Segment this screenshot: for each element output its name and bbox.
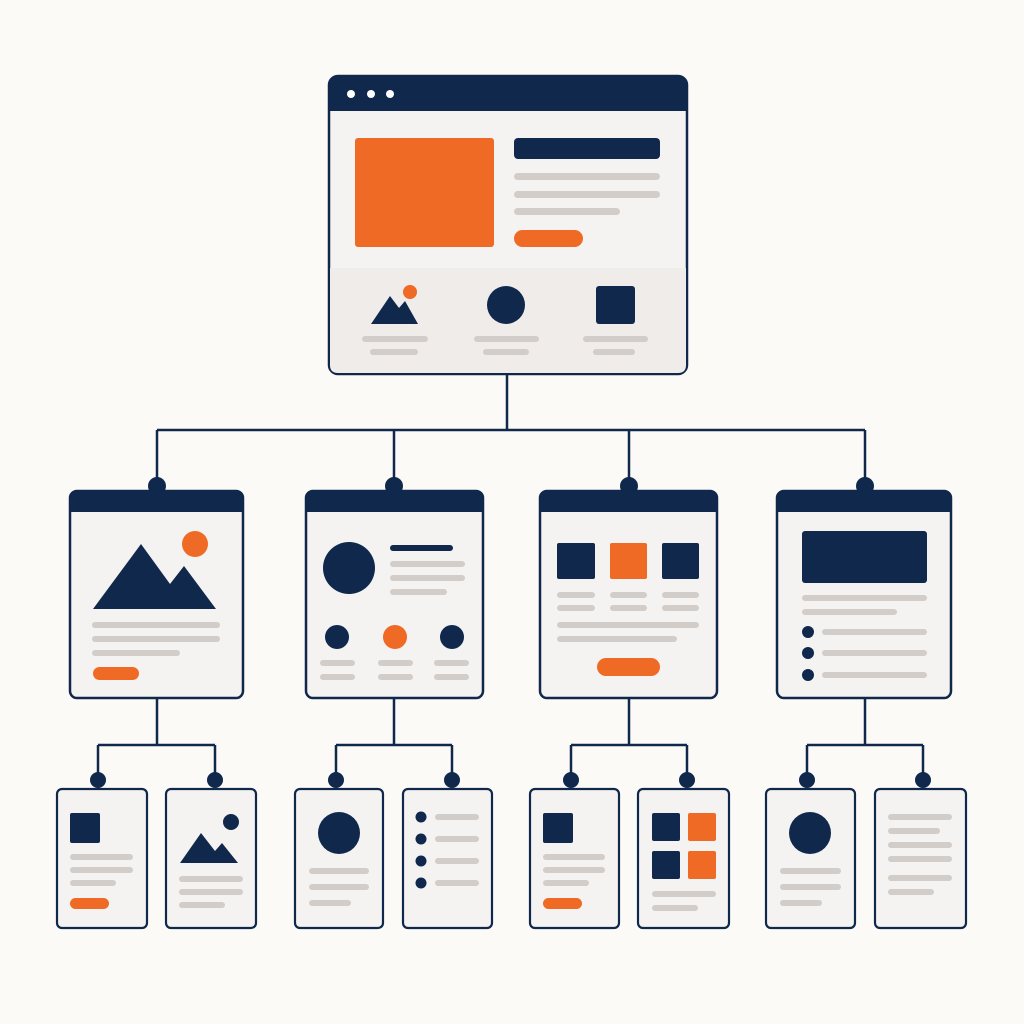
tile-icon	[652, 851, 680, 879]
sun-icon	[403, 285, 417, 299]
hero-heading-bar	[514, 138, 660, 159]
connectors	[96, 374, 925, 780]
profile-page-wireframe	[304, 489, 485, 700]
bullet-icon	[415, 811, 427, 823]
sun-icon	[182, 531, 208, 557]
cta-pill	[93, 667, 139, 680]
avatar-page-wireframe	[293, 787, 385, 930]
square-icon	[543, 813, 573, 843]
window-dot-icon	[367, 90, 375, 98]
list-page-wireframe	[775, 489, 953, 700]
avatar-page-wireframe	[764, 787, 857, 930]
tile-icon	[688, 851, 716, 879]
bullet-icon	[802, 647, 814, 659]
bullet-icon	[415, 877, 427, 889]
cta-pill	[597, 658, 660, 676]
dot-icon	[223, 814, 239, 830]
dot-icon	[325, 625, 349, 649]
window-dot-icon	[386, 90, 394, 98]
bullet-icon	[415, 855, 427, 867]
level-3-pages	[55, 787, 968, 930]
window-dot-icon	[347, 90, 355, 98]
page-header-bar	[70, 491, 243, 512]
gallery-page-wireframe	[68, 489, 245, 700]
detail-page-wireframe	[528, 787, 621, 930]
text-page-wireframe	[873, 787, 968, 930]
banner-block	[802, 531, 927, 583]
tile-icon	[688, 813, 716, 841]
tile-icon	[557, 543, 595, 579]
detail-page-wireframe	[55, 787, 149, 930]
avatar-icon	[789, 812, 831, 854]
hero-image-block	[355, 138, 494, 247]
page-header-bar	[540, 491, 717, 512]
cta-pill	[70, 898, 109, 909]
tile-icon	[662, 543, 699, 579]
square-icon	[70, 813, 100, 843]
mountain-icon	[371, 296, 418, 324]
bullet-icon	[415, 833, 427, 845]
tile-icon	[652, 813, 680, 841]
tile-icon	[610, 543, 647, 579]
grid-page-wireframe	[538, 489, 719, 700]
hero-text-line	[514, 173, 660, 180]
page-header-bar	[306, 491, 483, 512]
avatar-icon	[323, 542, 375, 594]
window-title-bar	[329, 76, 687, 111]
dot-icon	[440, 625, 464, 649]
page-header-bar	[777, 491, 951, 512]
circle-icon	[487, 286, 525, 324]
avatar-icon	[318, 812, 360, 854]
image-page-wireframe	[164, 787, 258, 930]
mountain-icon	[93, 544, 216, 609]
bullet-icon	[802, 669, 814, 681]
cta-pill	[543, 898, 582, 909]
hero-cta-pill	[514, 230, 583, 247]
hero-text-line	[514, 191, 660, 198]
mountain-icon	[180, 833, 238, 863]
hero-text-line	[514, 208, 620, 215]
bullet-list-page-wireframe	[401, 787, 494, 930]
homepage-wireframe	[327, 74, 689, 376]
bullet-icon	[802, 626, 814, 638]
dot-icon	[383, 625, 407, 649]
tile-grid-page-wireframe	[636, 787, 731, 930]
square-icon	[596, 286, 635, 324]
